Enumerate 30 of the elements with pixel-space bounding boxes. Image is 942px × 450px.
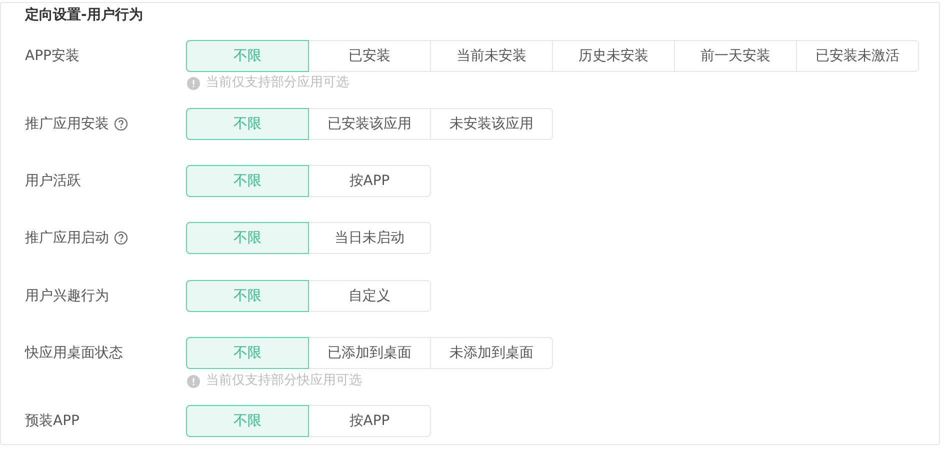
section-title: 定向设置-用户行为 bbox=[25, 6, 143, 24]
segment-option: 不限 bbox=[186, 280, 309, 312]
field-label: APP安装 bbox=[25, 47, 80, 66]
segment-option: 历史未安装 bbox=[552, 40, 675, 72]
field-label: 预装APP bbox=[25, 412, 80, 431]
segment-option: 前一天安装 bbox=[674, 40, 797, 72]
segment-option: 不限 bbox=[186, 40, 309, 72]
segment-option: 不限 bbox=[186, 405, 309, 437]
segment-option: 已添加到桌面 bbox=[308, 337, 431, 369]
segment-option: 按APP bbox=[308, 165, 431, 197]
hint-text: 当前仅支持部分快应用可选 bbox=[206, 372, 362, 390]
segment-option: 已安装该应用 bbox=[308, 108, 431, 140]
segment-option: 不限 bbox=[186, 165, 309, 197]
segment-option: 不限 bbox=[186, 108, 309, 140]
field-label: 用户兴趣行为 bbox=[25, 287, 109, 306]
field-label: 用户活跃 bbox=[25, 172, 81, 191]
segment-option: 当日未启动 bbox=[308, 222, 431, 254]
segment-option: 按APP bbox=[308, 405, 431, 437]
segment-option: 不限 bbox=[186, 337, 309, 369]
field-label: 推广应用安装 bbox=[25, 115, 109, 134]
field-label: 快应用桌面状态 bbox=[25, 344, 123, 363]
segment-option: 已安装 bbox=[308, 40, 431, 72]
segment-option: 未添加到桌面 bbox=[430, 337, 553, 369]
segment-option: 已安装未激活 bbox=[796, 40, 919, 72]
segment-option: 未安装该应用 bbox=[430, 108, 553, 140]
segment-option: 不限 bbox=[186, 222, 309, 254]
field-label: 推广应用启动 bbox=[25, 229, 109, 248]
segment-option: 自定义 bbox=[308, 280, 431, 312]
hint-text: 当前仅支持部分应用可选 bbox=[206, 74, 349, 92]
segment-option: 当前未安装 bbox=[430, 40, 553, 72]
